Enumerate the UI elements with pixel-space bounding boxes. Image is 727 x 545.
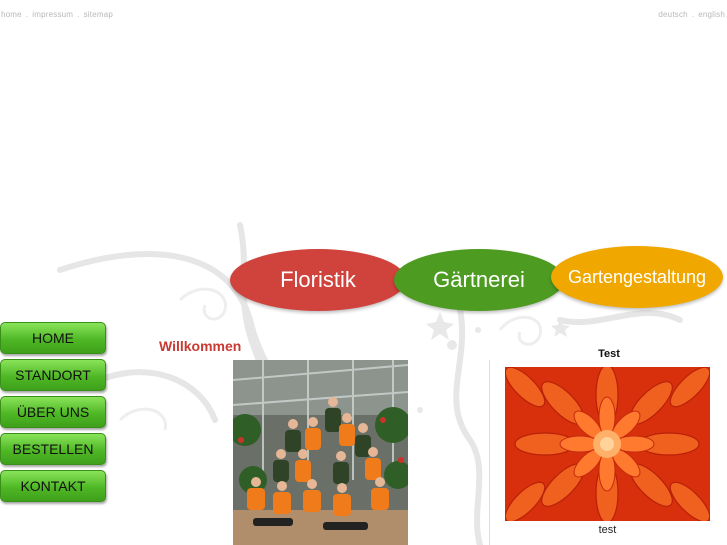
link-separator: . — [691, 10, 695, 19]
content-divider — [489, 360, 490, 545]
flower-caption: test — [598, 524, 617, 536]
link-separator: . — [77, 10, 80, 19]
team-photo — [233, 360, 408, 545]
impressum-link[interactable]: impressum — [32, 10, 74, 19]
welcome-heading: Willkommen — [159, 338, 242, 354]
nav-kontakt-button[interactable]: KONTAKT — [0, 470, 106, 502]
english-link[interactable]: english — [698, 10, 725, 19]
link-separator: . — [25, 10, 29, 19]
main-nav: HOME STANDORT ÜBER UNS BESTELLEN KONTAKT — [0, 322, 106, 507]
nav-standort-button[interactable]: STANDORT — [0, 359, 106, 391]
deutsch-link[interactable]: deutsch — [658, 10, 688, 19]
sitemap-link[interactable]: sitemap — [83, 10, 114, 19]
gartengestaltung-category-button[interactable]: Gartengestaltung — [551, 246, 723, 308]
right-panel-title: Test — [598, 348, 620, 360]
nav-home-button[interactable]: HOME — [0, 322, 106, 354]
floristik-category-button[interactable]: Floristik — [230, 249, 406, 311]
language-links: deutsch.english — [658, 10, 725, 19]
gaertnerei-category-button[interactable]: Gärtnerei — [394, 249, 564, 311]
nav-ueber-uns-button[interactable]: ÜBER UNS — [0, 396, 106, 428]
home-link[interactable]: home — [1, 10, 22, 19]
nav-bestellen-button[interactable]: BESTELLEN — [0, 433, 106, 465]
flower-image — [505, 367, 710, 521]
top-links-left: home.impressum.sitemap — [1, 10, 113, 19]
